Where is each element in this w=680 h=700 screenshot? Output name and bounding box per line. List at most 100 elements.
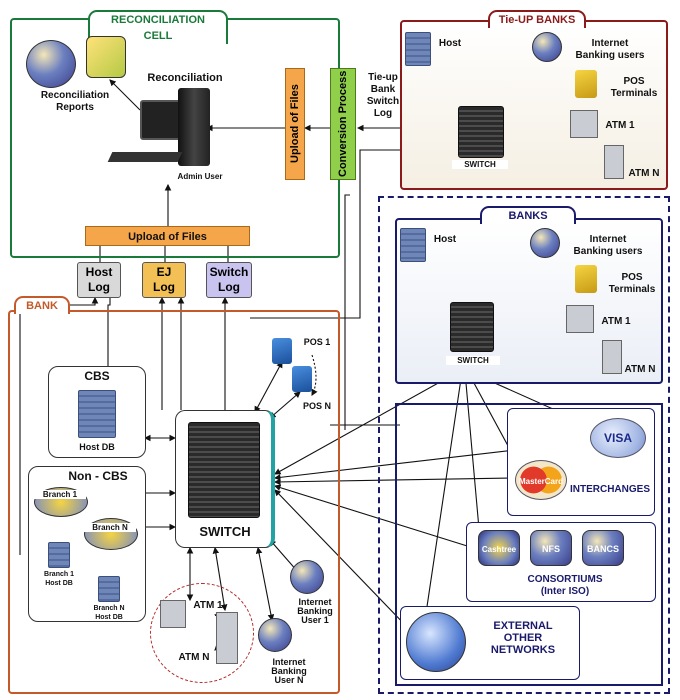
external-line2: OTHER <box>503 632 543 644</box>
pos1-icon <box>272 338 292 364</box>
tieup-switch-icon <box>458 106 504 158</box>
cbs-label: CBS <box>84 369 110 383</box>
report-globe-icon <box>26 40 76 88</box>
banks-title: BANKS <box>480 206 576 224</box>
switch-log-line2: Log <box>218 280 240 294</box>
tieup-log-line2: Bank <box>370 84 396 95</box>
tieup-atmn-icon <box>604 145 624 179</box>
banks-atm1-label: ATM 1 <box>601 316 631 327</box>
admin-user-label: Admin User <box>177 172 223 181</box>
nfs-label: NFS <box>542 544 560 554</box>
external-network-globe-icon <box>406 612 466 672</box>
reports-line1: Reconciliation <box>40 90 110 101</box>
banks-host-label: Host <box>433 234 457 245</box>
interchanges-label: INTERCHANGES <box>569 484 650 495</box>
tieup-ib-label: Internet Banking users <box>570 38 650 62</box>
external-line3: NETWORKS <box>490 644 556 656</box>
branch1-label: Branch 1 <box>34 490 86 499</box>
banks-pos-label: POS Terminals <box>602 272 662 296</box>
tieup-ib-line2: Banking users <box>575 50 645 61</box>
bank-atm1-label: ATM 1 <box>193 600 223 611</box>
banks-atmn-label: ATM N <box>624 364 656 375</box>
banks-pos-icon <box>575 265 597 293</box>
tieup-pos-label: POS Terminals <box>604 76 664 100</box>
upload-files-horizontal-box: Upload of Files <box>85 226 250 246</box>
bank-atm-dashed-circle <box>150 583 254 683</box>
tieup-log-line1: Tie-up <box>368 72 398 83</box>
branch1-hostdb-icon <box>48 542 70 568</box>
nfs-logo-icon: NFS <box>530 530 572 566</box>
reports-line2: Reports <box>56 102 94 113</box>
branch1-hostdb-label: Branch 1 Host DB <box>36 570 82 588</box>
ibn-line3: User N <box>274 675 304 685</box>
external-networks-label: EXTERNAL OTHER NETWORKS <box>478 620 568 656</box>
external-line1: EXTERNAL <box>493 620 553 632</box>
ib-usern-label: Internet Banking User N <box>266 658 312 685</box>
ibn-line1: Internet <box>272 657 306 667</box>
tieup-atm1-icon <box>570 110 598 138</box>
posn-icon <box>292 366 312 392</box>
cbs-hostdb-icon <box>78 390 116 438</box>
tieup-atmn-label: ATM N <box>628 168 660 179</box>
banks-ib-line1: Internet <box>589 234 627 245</box>
bank-atmn-icon <box>216 612 238 664</box>
host-log-line1: Host <box>85 265 113 279</box>
tieup-ib-icon <box>532 32 562 62</box>
bank-title: BANK <box>14 296 70 314</box>
tieup-switch-label: SWITCH <box>452 160 508 169</box>
pos1-label: POS 1 <box>303 337 331 347</box>
bank-atm1-icon <box>160 600 186 628</box>
visa-label: VISA <box>603 431 632 445</box>
bank-panel <box>8 310 340 694</box>
mastercard-logo-icon: MasterCard <box>515 460 567 500</box>
tieup-pos-line1: POS <box>623 76 645 87</box>
tieup-pos-line2: Terminals <box>610 88 658 99</box>
consortiums-label: CONSORTIUMS (Inter ISO) <box>500 574 630 598</box>
conversion-process-box: Conversion Process <box>330 68 356 180</box>
ej-log-line2: Log <box>153 280 175 294</box>
host-log-line2: Log <box>88 280 110 294</box>
banks-ib-label: Internet Banking users <box>568 234 648 258</box>
admin-keyboard-icon <box>107 152 183 162</box>
external-region-dashed <box>378 196 670 694</box>
admin-monitor-icon <box>140 100 182 140</box>
bndb-line2: Host DB <box>95 614 123 621</box>
banks-switch-icon <box>450 302 494 352</box>
banks-pos-line2: Terminals <box>608 284 656 295</box>
networks-panel <box>395 403 663 686</box>
bancs-label: BANCS <box>586 544 619 554</box>
upload-files-vertical-box: Upload of Files <box>285 68 305 180</box>
banks-host-icon <box>400 228 426 262</box>
b1db-line2: Host DB <box>45 580 73 587</box>
banks-switch-label: SWITCH <box>446 356 500 365</box>
banks-ib-line2: Banking users <box>573 246 643 257</box>
ib1-line1: Internet <box>298 597 332 607</box>
switch-log-box: Switch Log <box>206 262 252 298</box>
ibn-line2: Banking <box>271 666 307 676</box>
ib1-line2: Banking <box>297 606 333 616</box>
reconciliation-label: Reconciliation <box>147 72 223 84</box>
tieup-host-label: Host <box>438 38 462 49</box>
cashtree-label: Cashtree <box>481 545 517 554</box>
branchn-hostdb-icon <box>98 576 120 602</box>
banks-ib-icon <box>530 228 560 258</box>
banks-pos-line1: POS <box>621 272 643 283</box>
host-log-box: Host Log <box>77 262 121 298</box>
consortiums-line2: (Inter ISO) <box>540 586 590 597</box>
branchn-label: Branch N <box>84 523 136 532</box>
ej-log-box: EJ Log <box>142 262 186 298</box>
cbs-hostdb-label: Host DB <box>79 442 115 452</box>
bancs-logo-icon: BANCS <box>582 530 624 566</box>
upload-files-horizontal-label: Upload of Files <box>128 231 207 243</box>
switch-log-line1: Switch <box>209 265 249 279</box>
cbs-panel <box>48 366 146 458</box>
tieup-log-line3: Switch <box>366 96 400 107</box>
tieup-pos-icon <box>575 70 597 98</box>
bank-atmn-label: ATM N <box>178 652 210 663</box>
tieup-ib-line1: Internet <box>591 38 629 49</box>
ib-usern-icon <box>258 618 292 652</box>
b1db-line1: Branch 1 <box>44 571 74 578</box>
reconciliation-reports-label: Reconciliation Reports <box>30 90 120 114</box>
tieup-bank-switch-log-label: Tie-up Bank Switch Log <box>358 72 408 120</box>
noncbs-label: Non - CBS <box>68 469 128 483</box>
